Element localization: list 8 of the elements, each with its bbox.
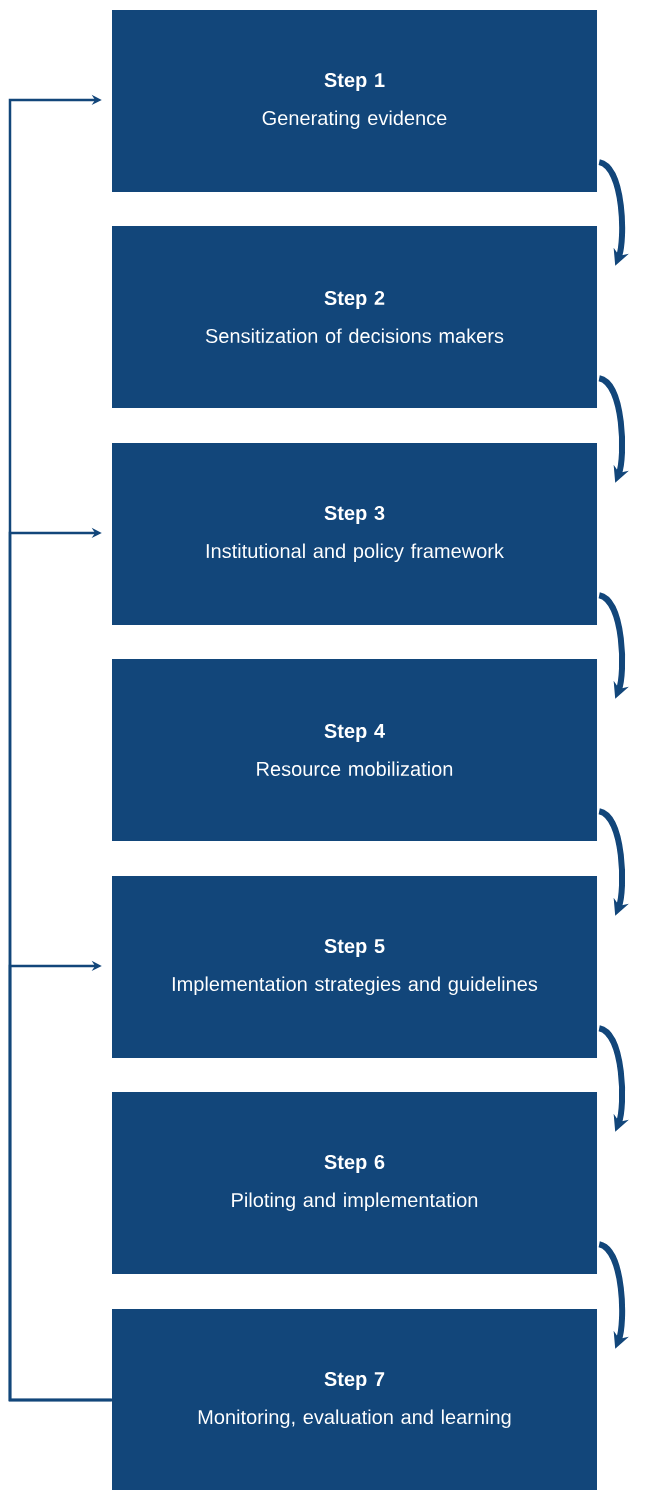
step-box: Step 7 Monitoring, evaluation and learning xyxy=(112,1309,597,1490)
step-box: Step 2 Sensitization of decisions makers xyxy=(112,226,597,408)
feedback-arrow xyxy=(8,960,112,1402)
step-box: Step 3 Institutional and policy framework xyxy=(112,443,597,625)
step-box: Step 4 Resource mobilization xyxy=(112,659,597,841)
step-box: Step 6 Piloting and implementation xyxy=(112,1092,597,1274)
step-box: Step 5 Implementation strategies and guidelines xyxy=(112,876,597,1058)
step-box: Step 1 Generating evidence xyxy=(112,10,597,192)
